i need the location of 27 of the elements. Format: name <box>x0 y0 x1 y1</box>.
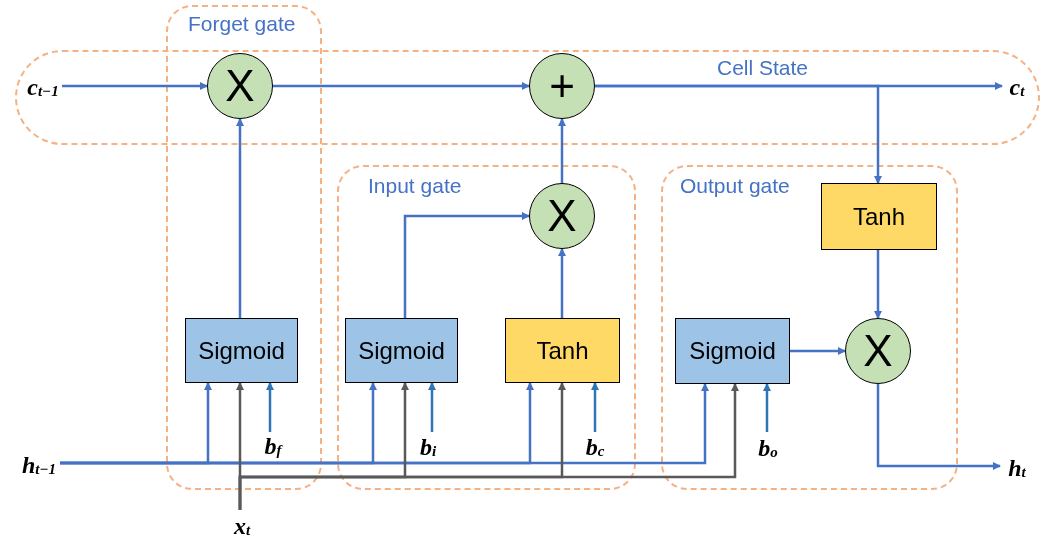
arrow <box>403 212 530 318</box>
activation-box: Sigmoid <box>345 318 458 383</box>
arrow <box>428 382 436 432</box>
activation-box: Tanh <box>505 318 620 383</box>
gate-group-outline <box>337 165 636 490</box>
activation-box: Tanh <box>821 183 937 250</box>
arrow <box>266 382 274 432</box>
group-title: Output gate <box>680 175 790 196</box>
arrow <box>60 383 709 465</box>
arrow <box>874 250 882 319</box>
gate-group-outline <box>661 165 958 490</box>
arrow <box>62 82 208 90</box>
activation-box: Sigmoid <box>185 318 298 383</box>
arrow <box>595 84 882 184</box>
arrow <box>876 384 1001 470</box>
group-title: Cell State <box>717 57 809 78</box>
arrow <box>591 382 599 432</box>
arrow <box>558 118 566 183</box>
arrow <box>238 383 739 510</box>
group-title: Input gate <box>368 175 462 196</box>
arrow <box>558 248 566 318</box>
arrow <box>763 383 771 432</box>
activation-box: Sigmoid <box>675 318 790 384</box>
arrow <box>236 118 244 318</box>
arrow <box>790 347 846 355</box>
group-title: Forget gate <box>188 13 296 34</box>
arrow <box>273 82 530 90</box>
